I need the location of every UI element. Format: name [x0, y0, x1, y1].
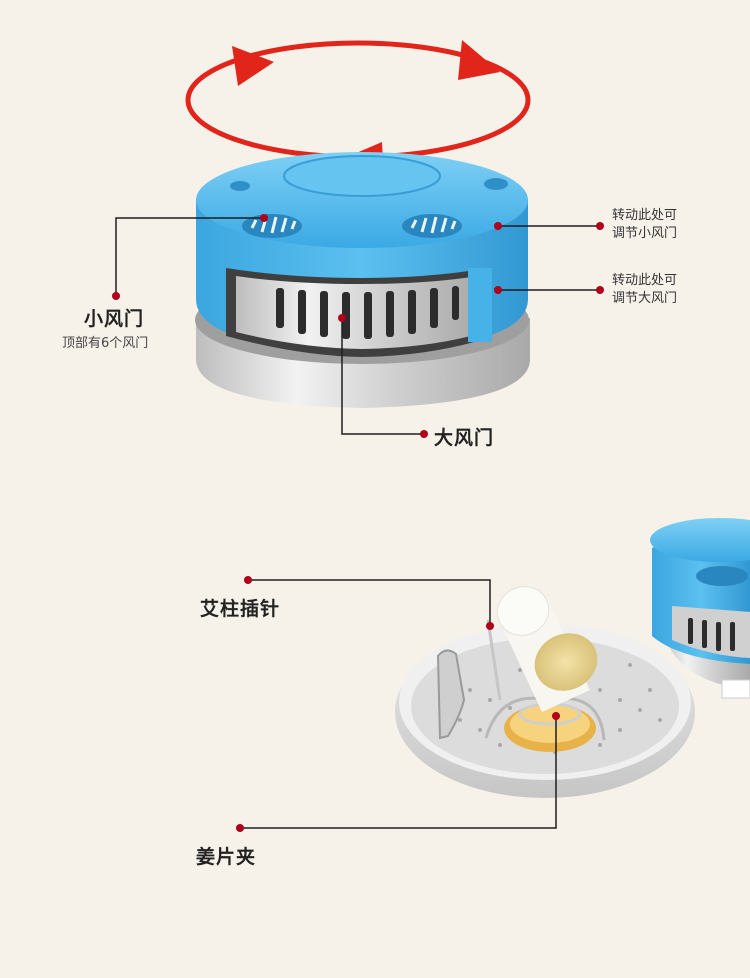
turn-small-line-2: 调节小风门 [612, 226, 678, 241]
pointer-dots [112, 214, 604, 832]
turn-small-vent-hint: 转动此处可 调节小风门 [612, 207, 677, 243]
turn-big-line-2: 调节大风门 [612, 291, 678, 306]
turn-big-vent-hint: 转动此处可 调节大风门 [612, 272, 677, 308]
small-vent-label: 小风门 [84, 308, 145, 330]
moxibustion-device [195, 152, 530, 408]
turn-big-line-1: 转动此处可 [612, 273, 678, 288]
big-vent-label: 大风门 [434, 427, 495, 449]
pointer-lines [115, 217, 600, 829]
big-vent-window [226, 268, 492, 357]
ginger-clip-label: 姜片夹 [196, 846, 257, 868]
steel-tray [395, 586, 695, 798]
moxibustion-device-partial [650, 518, 750, 699]
small-vent-right [402, 214, 462, 238]
small-vent-left [242, 214, 302, 238]
small-vent-note: 顶部有6个风门 [62, 336, 149, 351]
turn-small-line-1: 转动此处可 [612, 208, 678, 223]
moxa-stick [496, 586, 598, 712]
moxa-pin-label: 艾柱插针 [200, 598, 281, 620]
